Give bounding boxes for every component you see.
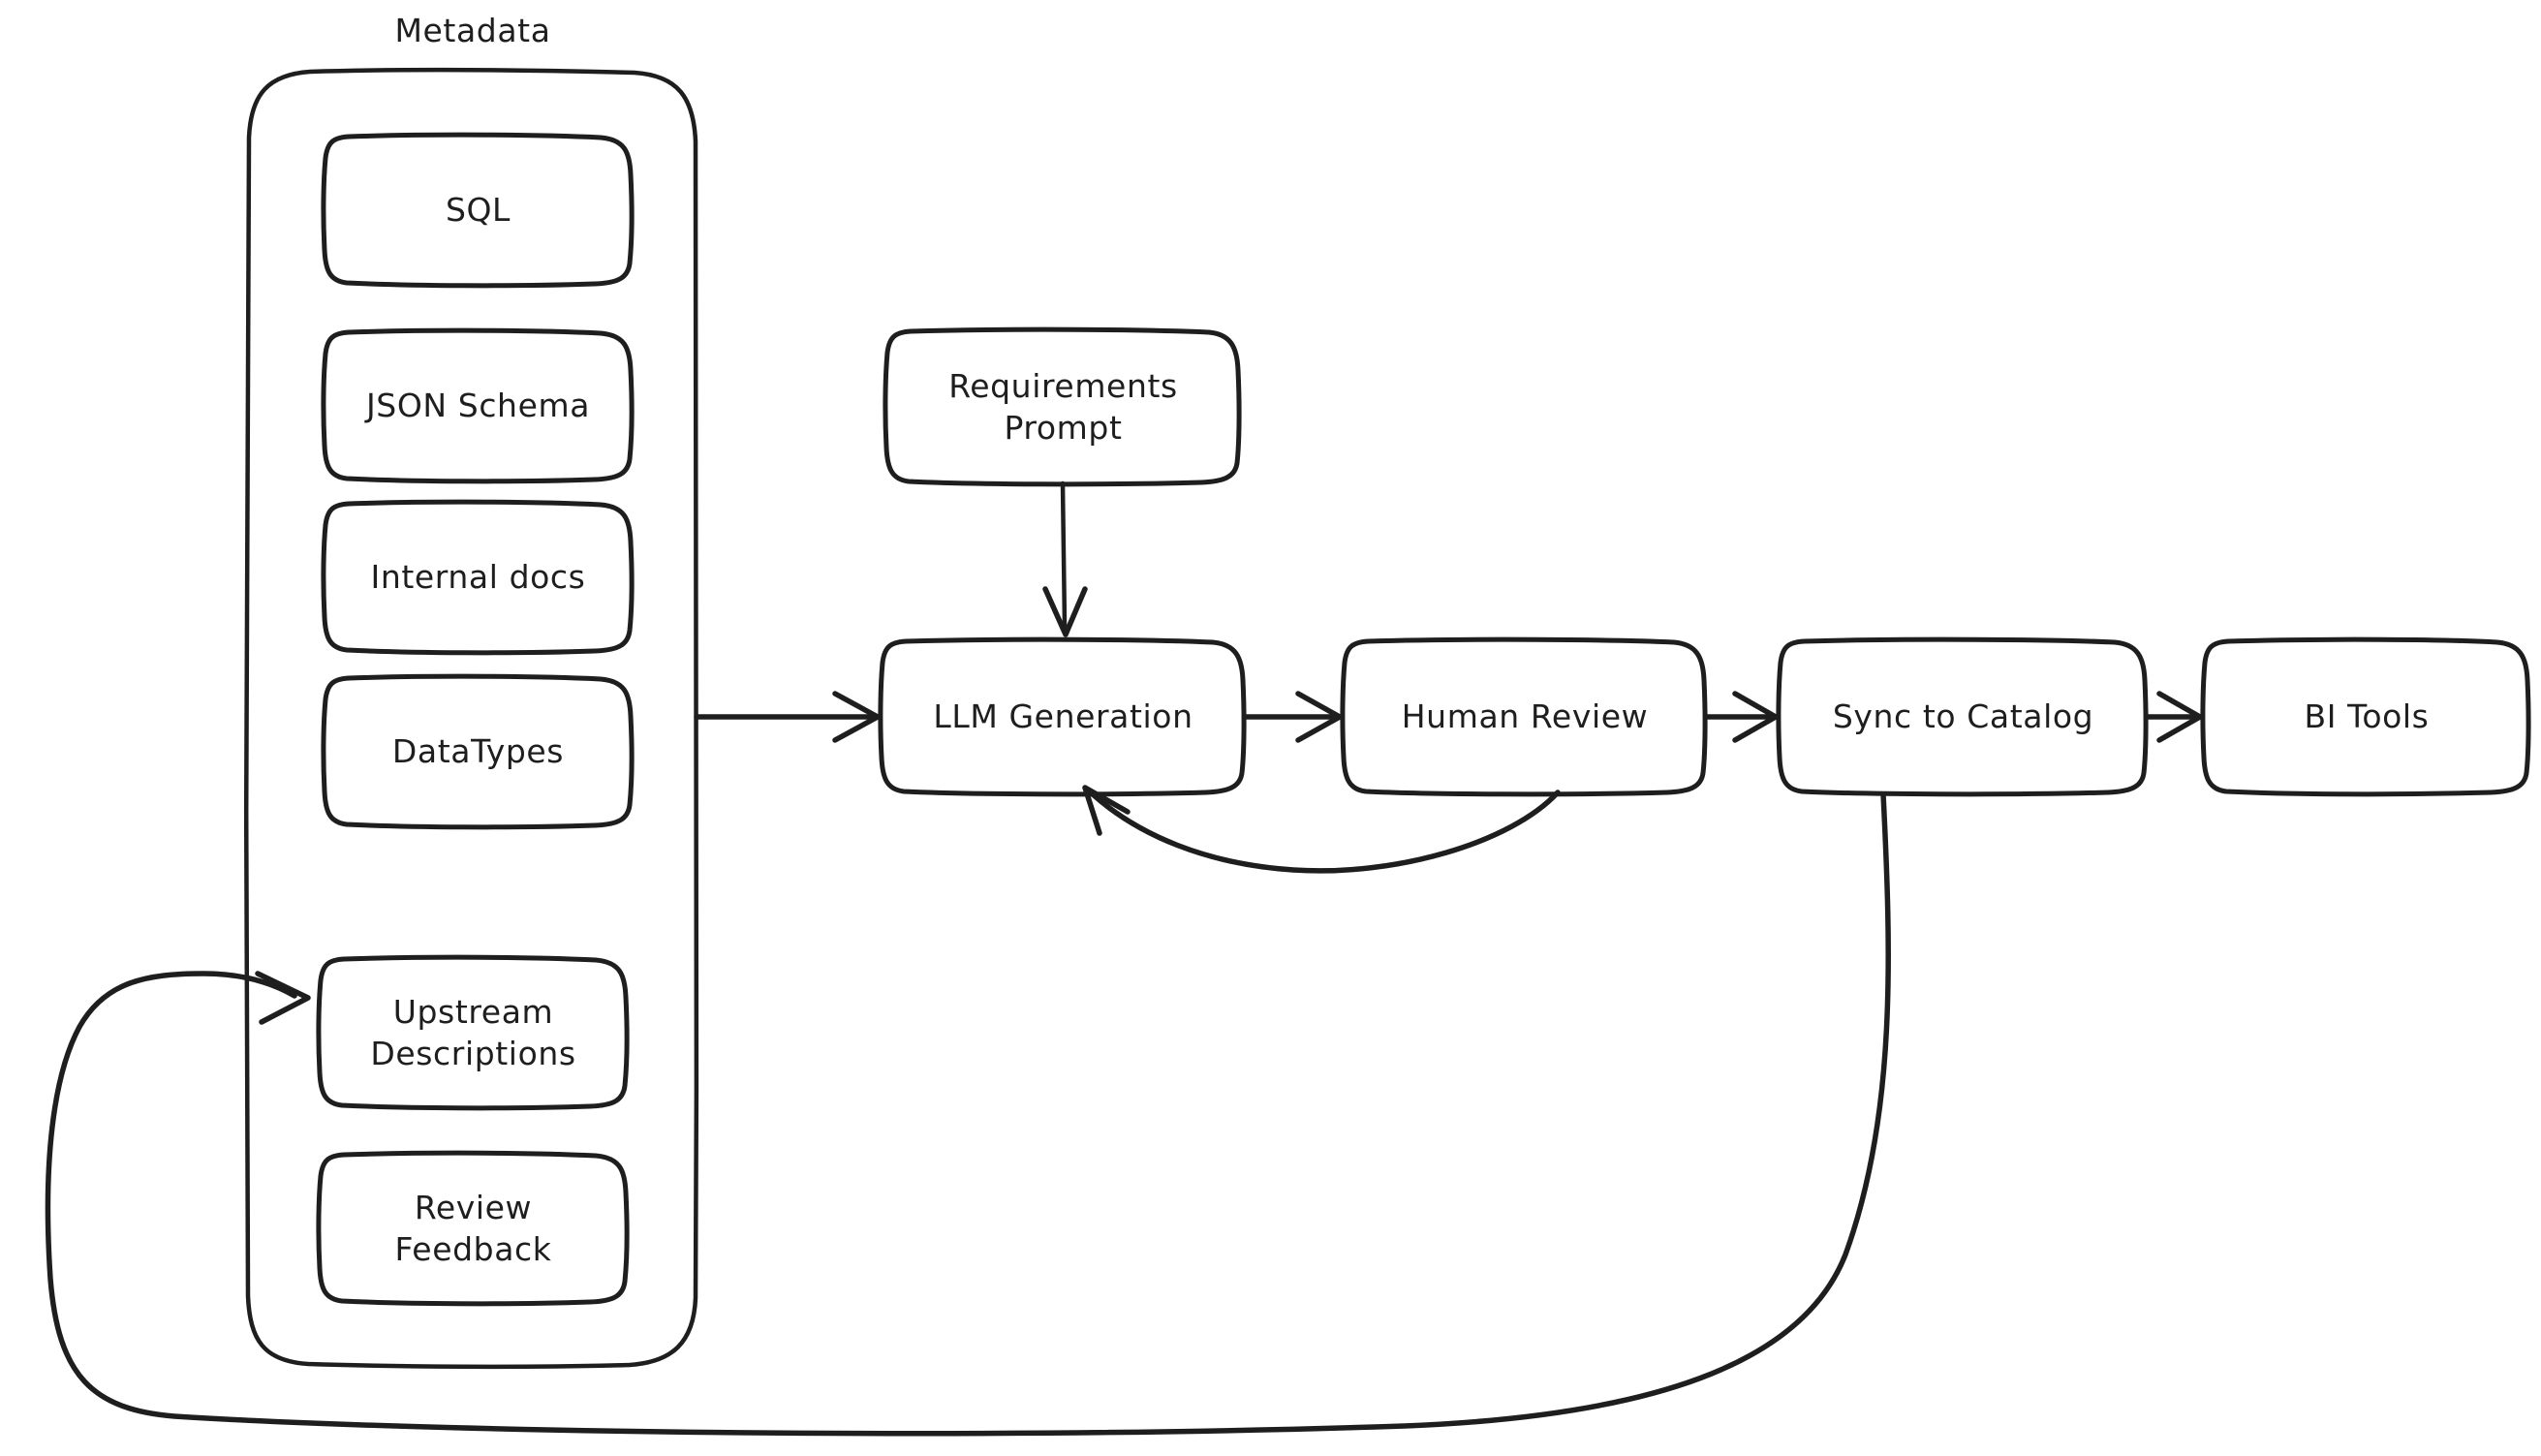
llm-generation-outline xyxy=(878,636,1247,797)
node-human-review[interactable]: Human Review xyxy=(1344,641,1706,793)
metadata-item-datatypes-label: DataTypes xyxy=(391,732,565,771)
node-llm-generation-label: LLM Generation xyxy=(933,697,1193,736)
metadata-item-outlines xyxy=(316,132,635,1307)
node-llm-generation[interactable]: LLM Generation xyxy=(882,641,1245,793)
node-requirements-prompt-label: Requirements Prompt xyxy=(948,367,1178,447)
node-bi-tools[interactable]: BI Tools xyxy=(2204,641,2529,793)
edge-sync-to-upstream xyxy=(45,791,1891,1437)
edge-metadata-to-llm xyxy=(694,691,881,743)
node-requirements-prompt[interactable]: Requirements Prompt xyxy=(886,331,1240,483)
metadata-group-title: Metadata xyxy=(394,12,551,49)
metadata-item-internal-docs[interactable]: Internal docs xyxy=(325,504,632,652)
edge-llm-to-review xyxy=(1242,691,1343,743)
sync-to-catalog-outline xyxy=(1776,636,2149,797)
metadata-item-datatypes[interactable]: DataTypes xyxy=(325,678,632,826)
metadata-item-json-schema[interactable]: JSON Schema xyxy=(325,332,632,480)
metadata-group-outline xyxy=(243,67,700,1370)
edge-review-to-sync xyxy=(1703,691,1779,743)
edge-prompt-to-llm xyxy=(1042,480,1088,637)
node-sync-to-catalog-label: Sync to Catalog xyxy=(1832,697,2094,736)
metadata-item-review-feedback[interactable]: Review Feedback xyxy=(320,1155,627,1303)
edge-sync-to-bi xyxy=(2144,691,2203,743)
metadata-item-review-feedback-label: Review Feedback xyxy=(394,1189,552,1268)
metadata-item-sql-label: SQL xyxy=(445,191,511,230)
metadata-item-upstream-descriptions[interactable]: Upstream Descriptions xyxy=(320,959,627,1107)
node-human-review-label: Human Review xyxy=(1401,697,1649,736)
bi-tools-outline xyxy=(2200,636,2531,797)
human-review-outline xyxy=(1340,636,1708,797)
requirements-prompt-outline xyxy=(883,326,1242,487)
edge-review-back-to-llm xyxy=(1082,785,1561,874)
node-sync-to-catalog[interactable]: Sync to Catalog xyxy=(1780,641,2147,793)
metadata-item-upstream-descriptions-label: Upstream Descriptions xyxy=(370,993,576,1072)
metadata-item-sql[interactable]: SQL xyxy=(325,137,632,285)
node-bi-tools-label: BI Tools xyxy=(2304,697,2430,736)
metadata-item-internal-docs-label: Internal docs xyxy=(370,558,586,597)
metadata-item-json-schema-label: JSON Schema xyxy=(365,387,591,425)
